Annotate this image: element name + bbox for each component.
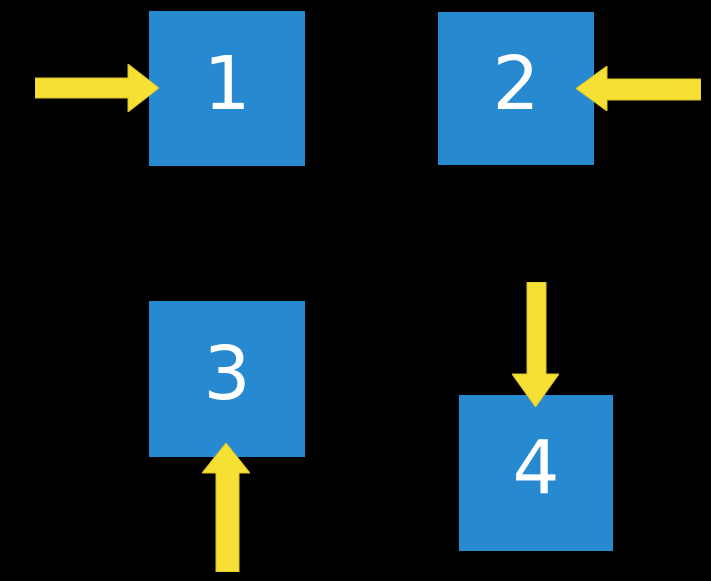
square-4: 4 [459,395,613,551]
arrow-down-shape [512,282,559,407]
square-4-label: 4 [512,425,560,511]
square-3: 3 [149,301,305,457]
arrow-down-icon [512,282,559,407]
square-2-label: 2 [492,40,540,127]
square-3-label: 3 [203,331,251,417]
square-1: 1 [149,11,305,166]
arrow-right-shape [35,64,159,112]
arrow-up-shape [202,443,250,572]
arrow-left-shape [576,66,701,111]
arrow-up-icon [202,443,250,572]
square-2: 2 [438,12,594,165]
arrow-left-icon [576,66,701,111]
square-1-label: 1 [203,40,251,127]
arrow-right-icon [35,64,159,112]
